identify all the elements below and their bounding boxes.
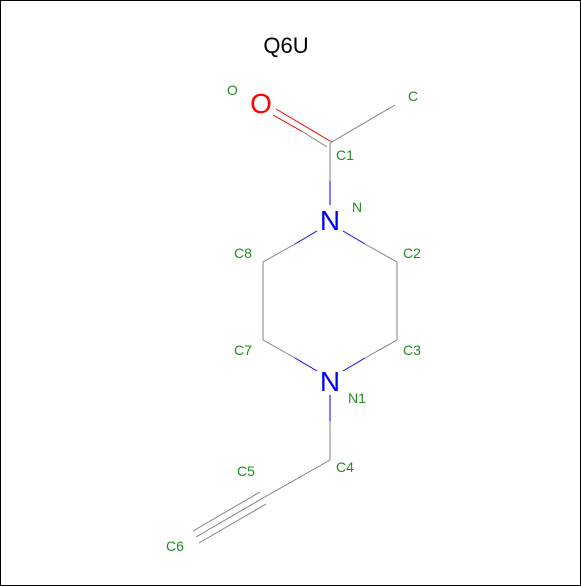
label-c7: C7 [234,342,252,358]
bond-c1-cmethyl [329,104,396,144]
oxygen-symbol: O [250,88,272,119]
molecule-title: Q6U [263,33,308,58]
label-c5: C5 [237,463,255,479]
bonds [192,104,398,544]
bond-c5-c6 [192,491,267,544]
label-c1: C1 [336,147,354,163]
label-n: N [352,199,362,215]
label-c3: C3 [403,342,421,358]
bond-c4-c5 [262,459,331,499]
bond-n-c2 [342,230,398,263]
nitrogen-symbol: N [320,205,340,236]
label-n1: N1 [348,390,366,406]
label-c8: C8 [234,245,252,261]
atom-labels: O C C1 N C2 C8 C3 C7 N1 C4 C5 C6 [166,82,421,554]
element-symbols: O N N [250,88,340,397]
label-o: O [227,82,238,98]
bond-c7-n1 [262,339,318,372]
label-c-methyl: C [408,88,418,104]
bond-c1-o [272,108,333,148]
nitrogen1-symbol: N [320,366,340,397]
label-c2: C2 [403,245,421,261]
bond-c3-n1 [342,339,398,372]
bond-n-c8 [262,230,318,263]
label-c4: C4 [336,459,354,475]
label-c6: C6 [166,538,184,554]
